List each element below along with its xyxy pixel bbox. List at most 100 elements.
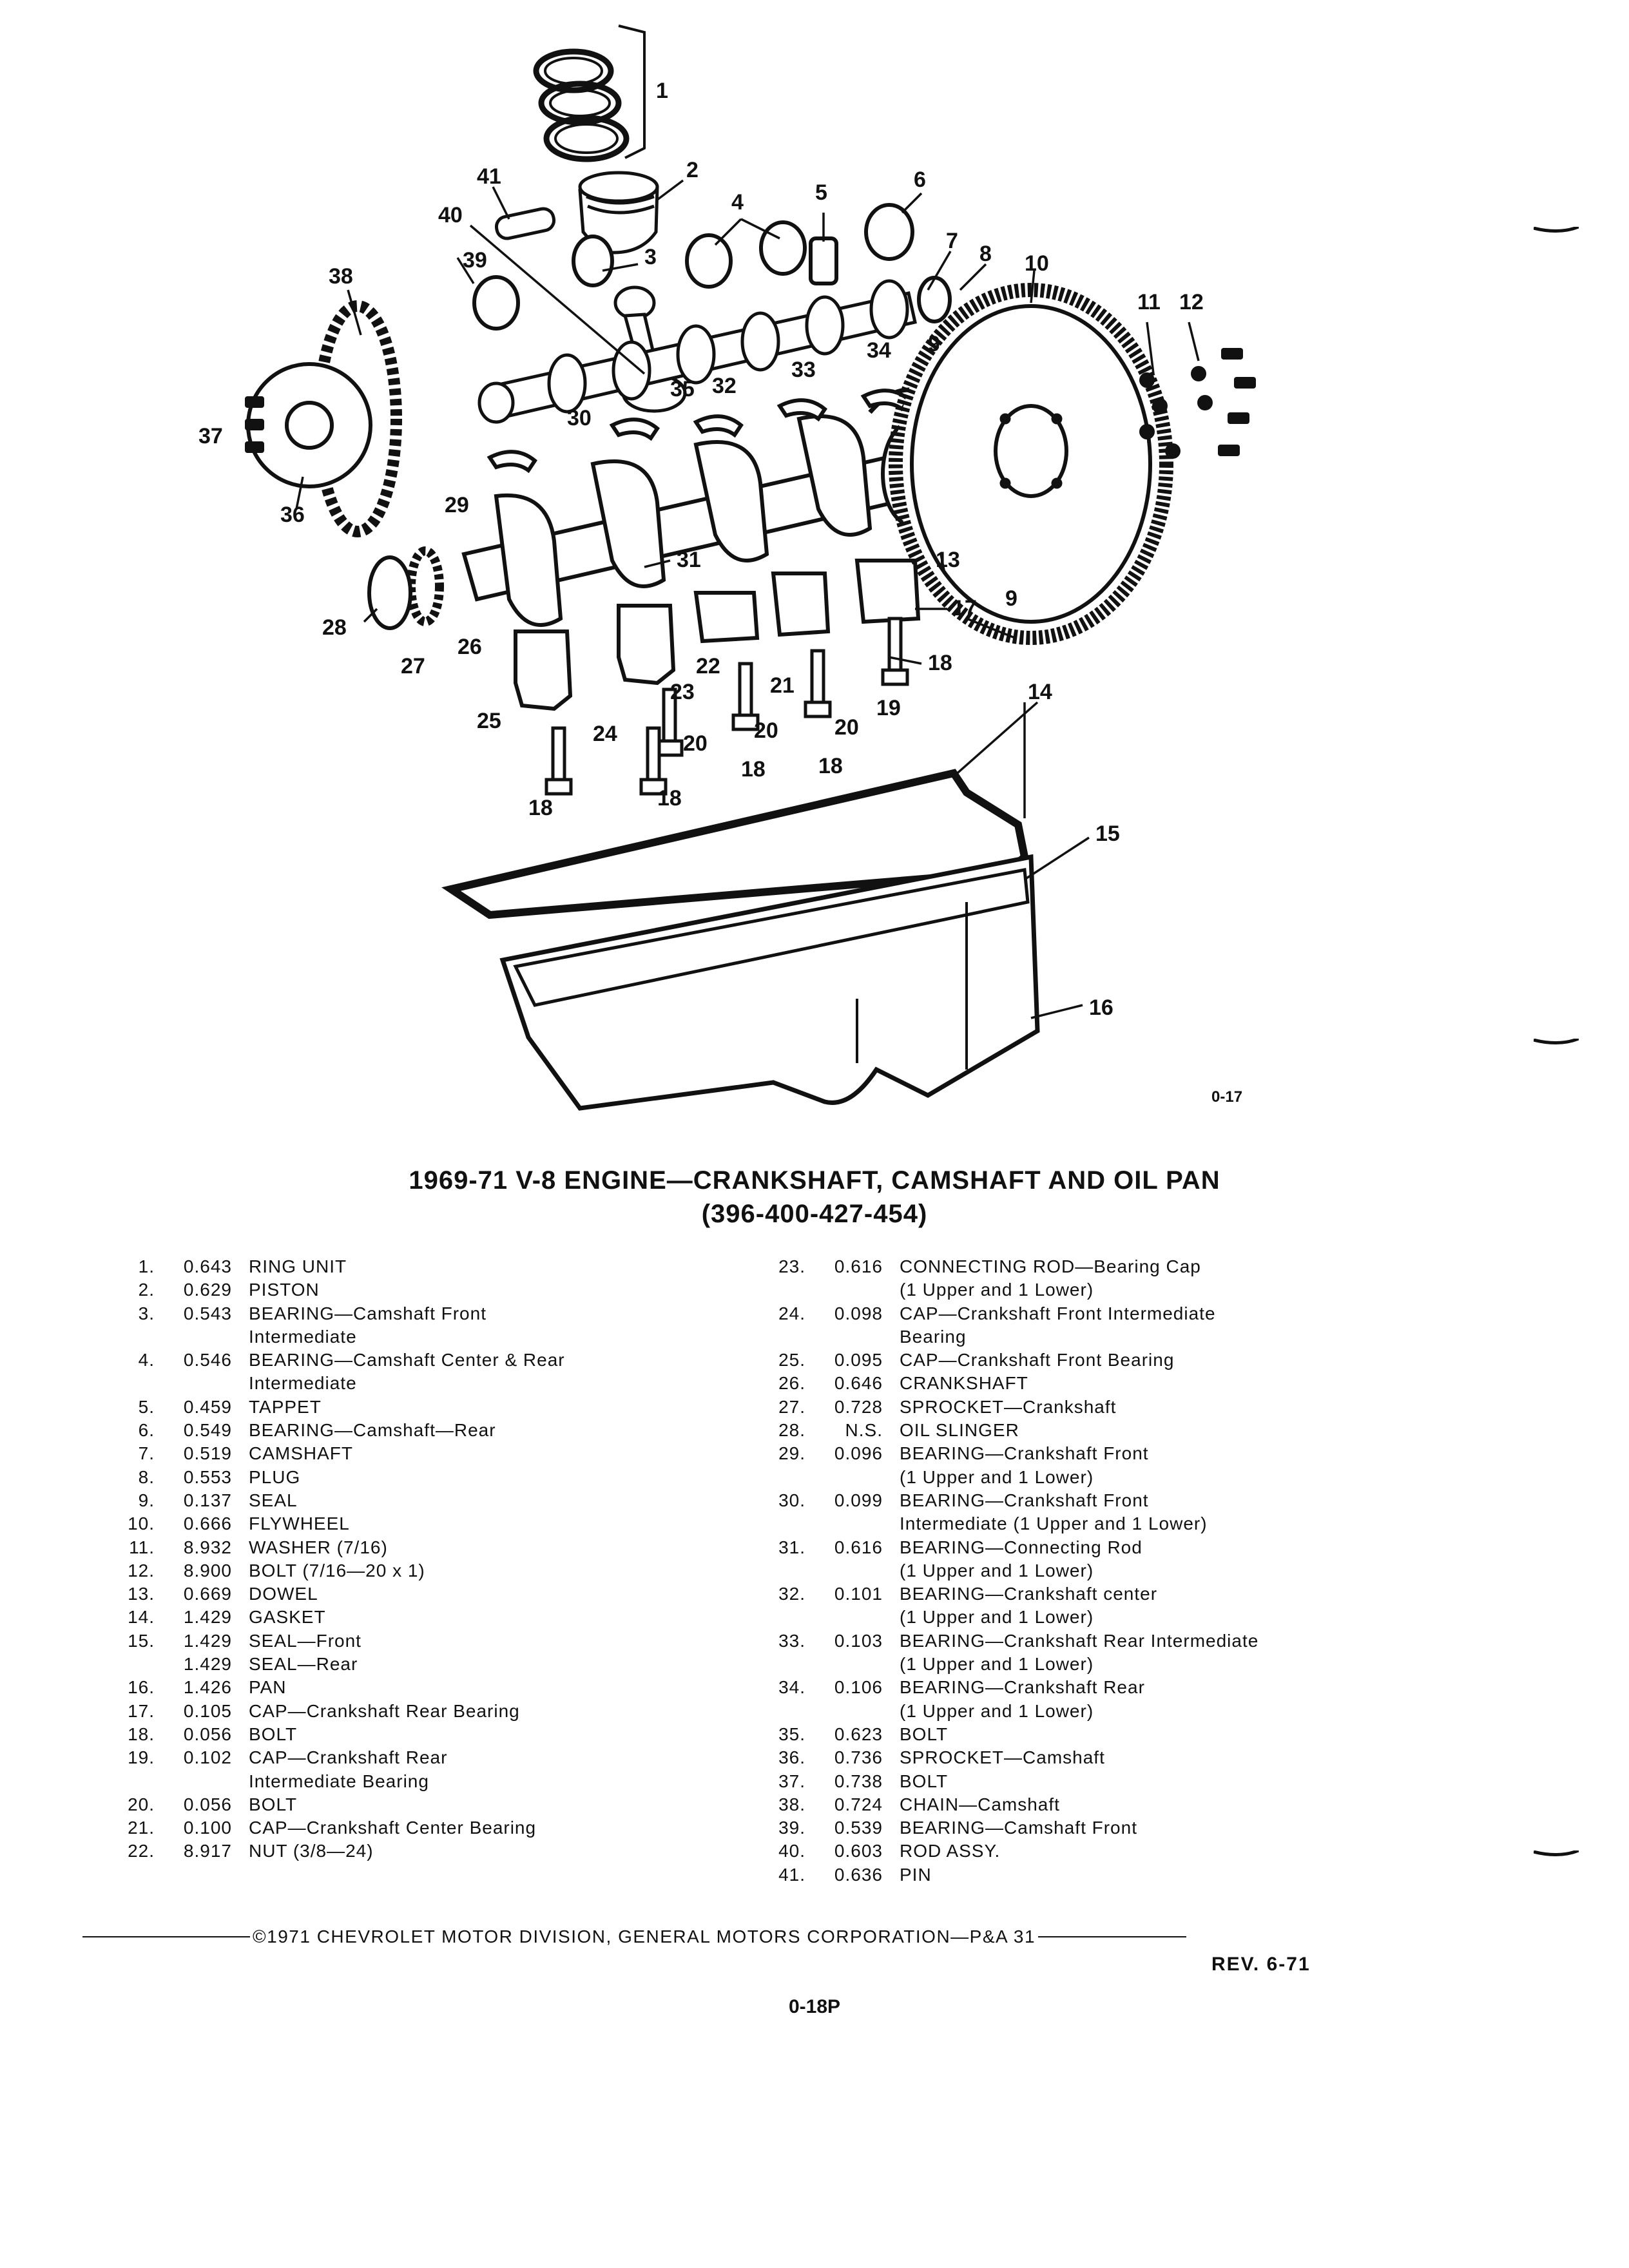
svg-text:31: 31 (677, 548, 701, 572)
part-number: 29. (778, 1443, 805, 1464)
svg-text:9: 9 (1005, 586, 1017, 611)
svg-text:29: 29 (445, 493, 469, 517)
description-line: BOLT (249, 1724, 298, 1744)
description-line: CAP—Crankshaft Front Bearing (900, 1350, 1175, 1370)
binding-mark-middle (1534, 1039, 1579, 1045)
part-description: OIL SLINGER (900, 1419, 1385, 1442)
part-description: PAN (249, 1676, 735, 1699)
part-group-number: 0.666 (183, 1514, 232, 1534)
part-description: SEAL—Front (249, 1629, 735, 1653)
part-description: CAP—Crankshaft Rear Bearing (249, 1700, 735, 1723)
part-number: 15. (128, 1630, 155, 1651)
part-description: PIN (900, 1863, 1385, 1887)
part-description: BEARING—Crankshaft Rear Intermediate(1 U… (900, 1629, 1385, 1677)
svg-text:14: 14 (1028, 680, 1052, 704)
part-description: BOLT (900, 1770, 1385, 1793)
description-line: CAP—Crankshaft Center Bearing (249, 1818, 537, 1838)
part-description: BEARING—Camshaft—Rear (249, 1419, 735, 1442)
binding-mark-bottom (1534, 1850, 1579, 1857)
svg-text:18: 18 (818, 754, 843, 778)
description-line: BEARING—Camshaft Front (900, 1818, 1137, 1838)
part-group-number: 0.603 (834, 1841, 883, 1861)
svg-text:12: 12 (1179, 290, 1204, 314)
part-number: 30. (778, 1490, 805, 1510)
flywheel (889, 283, 1173, 645)
svg-text:5: 5 (815, 180, 827, 205)
part-group-number: 0.546 (183, 1350, 232, 1370)
part-group-number: 0.099 (834, 1490, 883, 1510)
description-line: GASKET (249, 1607, 326, 1628)
part-number: 21. (128, 1818, 155, 1838)
part-description: BEARING—Crankshaft Rear(1 Upper and 1 Lo… (900, 1676, 1385, 1723)
description-line: CONNECTING ROD—Bearing Cap (900, 1256, 1201, 1276)
svg-text:19: 19 (876, 696, 901, 720)
part-group-number: 8.900 (183, 1560, 232, 1581)
svg-text:25: 25 (477, 709, 501, 733)
part-description: DOWEL (249, 1582, 735, 1606)
svg-text:1: 1 (656, 79, 668, 103)
svg-text:18: 18 (657, 786, 682, 811)
piston-rings (533, 48, 630, 162)
description-line: BEARING—Crankshaft Rear (900, 1677, 1145, 1698)
part-group-number: 0.105 (183, 1700, 232, 1721)
svg-text:15: 15 (1095, 822, 1120, 846)
part-number: 4. (138, 1350, 155, 1370)
part-number: 2. (138, 1280, 155, 1300)
svg-text:26: 26 (458, 635, 482, 659)
description-line: Intermediate (249, 1373, 357, 1394)
part-description: BOLT (7/16—20 x 1) (249, 1559, 735, 1582)
part-description: SPROCKET—Camshaft (900, 1746, 1385, 1769)
svg-text:35: 35 (670, 377, 695, 401)
description-line: CAP—Crankshaft Rear (249, 1747, 448, 1768)
part-description: CHAIN—Camshaft (900, 1793, 1385, 1816)
part-description: SEAL (249, 1489, 735, 1512)
camshaft-sprocket (246, 362, 372, 488)
part-group-number: 1.429 (183, 1630, 232, 1651)
part-group-number: 0.728 (834, 1396, 883, 1417)
sprocket-bolts (245, 396, 264, 453)
part-number: 12. (128, 1560, 155, 1581)
page-title: 1969-71 V-8 ENGINE—CRANKSHAFT, CAMSHAFT … (409, 1166, 1220, 1195)
figure-code: 0-17 (1211, 1088, 1242, 1106)
part-number: 20. (128, 1794, 155, 1814)
description-line: BEARING—Connecting Rod (900, 1537, 1142, 1557)
part-description: ROD ASSY. (900, 1840, 1385, 1863)
part-group-number: 0.553 (183, 1466, 232, 1487)
part-group-number: 0.549 (183, 1420, 232, 1441)
part-number: 39. (778, 1818, 805, 1838)
part-group-number: 8.932 (183, 1537, 232, 1557)
svg-text:2: 2 (686, 158, 699, 182)
svg-text:28: 28 (322, 615, 347, 640)
description-line: PIN (900, 1864, 932, 1885)
svg-text:4: 4 (731, 190, 744, 215)
description-line: PISTON (249, 1280, 320, 1300)
part-description: BEARING—Crankshaft center(1 Upper and 1 … (900, 1582, 1385, 1629)
page-subtitle: (396-400-427-454) (701, 1200, 928, 1228)
revision-label: REV. 6-71 (1211, 1954, 1311, 1975)
part-description: BOLT (249, 1793, 735, 1816)
part-number: 27. (778, 1396, 805, 1417)
description-line: BOLT (7/16—20 x 1) (249, 1560, 425, 1581)
svg-text:9: 9 (928, 332, 940, 356)
description-line: (1 Upper and 1 Lower) (900, 1466, 1094, 1487)
